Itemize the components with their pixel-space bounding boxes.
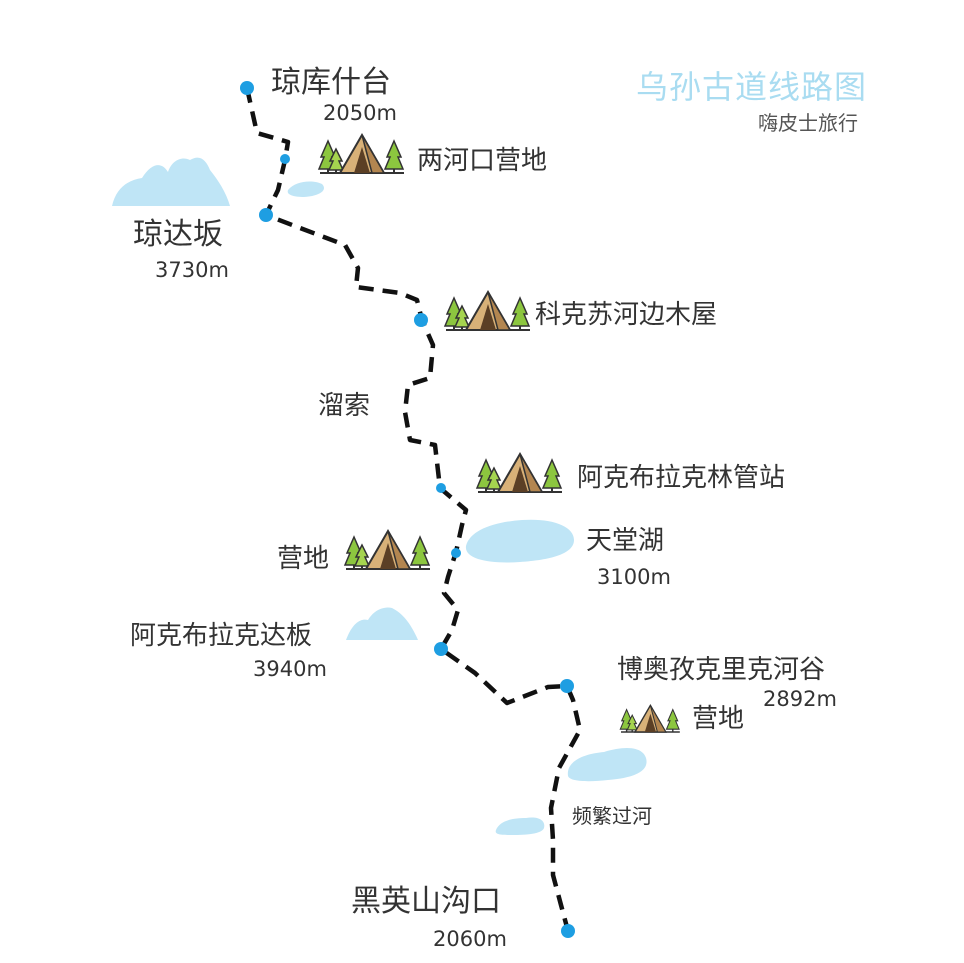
map-subtitle: 嗨皮士旅行 [758, 111, 858, 135]
elev-akebulake-daban: 3940m [253, 657, 327, 681]
camp-akebulake-station-icon [476, 453, 563, 493]
label-camp: 营地 [277, 544, 330, 574]
map-title: 乌孙古道线路图 [636, 68, 868, 106]
waypoint-akebulake-daban [434, 642, 448, 656]
waypoint-boaozike [560, 679, 574, 693]
waypoint-heiyingshan [561, 924, 575, 938]
label-tiantanghu: 天堂湖 [586, 526, 665, 556]
elev-heiyingshan: 2060m [433, 927, 507, 951]
camp-boaozike-icon [619, 704, 681, 733]
lake-river1-icon [567, 748, 647, 782]
lake-river2-icon [495, 817, 545, 835]
waypoint-lianghekou [280, 154, 290, 164]
label-boaozike: 博奥孜克里克河谷 [617, 655, 826, 685]
label-pinfan: 频繁过河 [572, 804, 652, 828]
label-heiyingshan: 黑英山沟口 [351, 884, 501, 919]
camp-kekesu-icon [444, 291, 531, 331]
elev-boaozike: 2892m [763, 687, 837, 711]
lake-lianghekou-icon [287, 181, 324, 197]
label-kekesu: 科克苏河边木屋 [535, 300, 718, 330]
waypoint-qiongdaban [259, 208, 273, 222]
camp-lianghekou-icon [318, 134, 405, 174]
camp-tiantanghu-icon [344, 530, 431, 570]
label-akebulake-daban: 阿克布拉克达板 [130, 621, 313, 651]
label-camp2: 营地 [692, 704, 745, 734]
waypoint-tiantanghu [451, 548, 461, 558]
label-qiongkushitai: 琼库什台 [271, 65, 391, 100]
label-liusuo: 溜索 [318, 391, 371, 421]
label-akebulake-station: 阿克布拉克林管站 [577, 463, 786, 493]
waypoint-qiongkushitai [240, 81, 254, 95]
elev-qiongkushitai: 2050m [323, 101, 397, 125]
mountain-qiongdaban-icon [112, 157, 230, 206]
mountain-akebulake-icon [346, 607, 418, 640]
elev-qiongdaban: 3730m [155, 258, 229, 282]
lake-tiantanghu-icon [465, 519, 574, 563]
route-path [244, 87, 583, 932]
label-qiongdaban: 琼达坂 [133, 217, 223, 252]
elev-tiantanghu: 3100m [597, 565, 671, 589]
waypoint-kekesu [414, 313, 428, 327]
waypoint-akebulake-station [436, 483, 446, 493]
label-lianghekou: 两河口营地 [417, 146, 548, 176]
